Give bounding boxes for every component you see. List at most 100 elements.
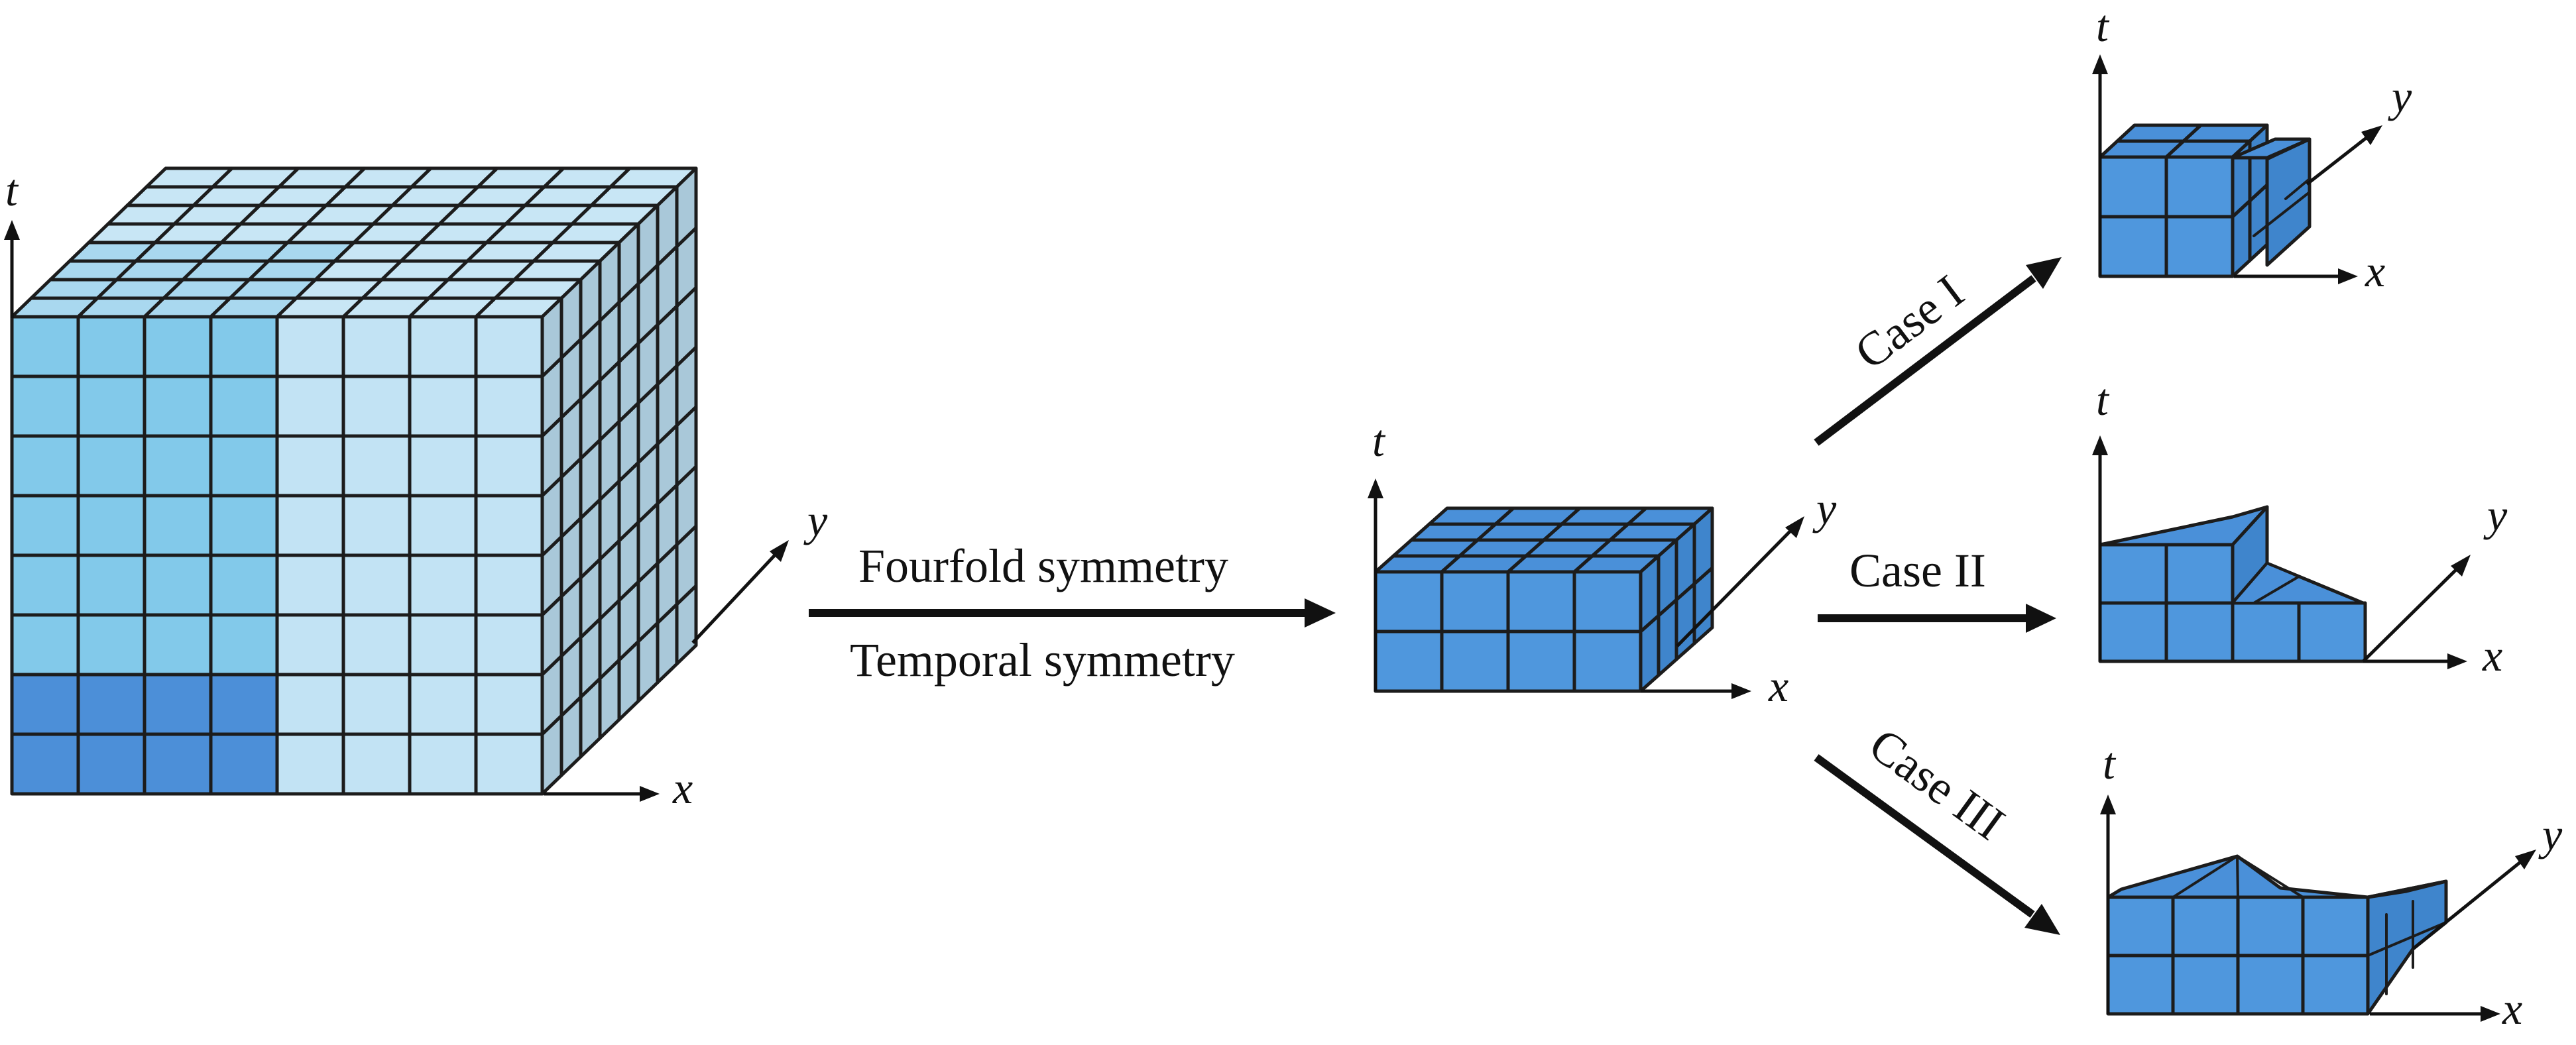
front-cell [76, 553, 146, 617]
front-cell [2297, 601, 2367, 663]
x-axis-label: x [1768, 661, 1788, 711]
y-axis-label: y [2388, 71, 2412, 121]
front-cell [408, 553, 478, 617]
top-step [2366, 879, 2448, 899]
front-cell [341, 494, 412, 557]
front-cell [408, 374, 478, 438]
case-1-axes: t x y [2092, 1, 2412, 296]
front-cell [2098, 543, 2168, 605]
front-cell [209, 315, 279, 378]
case-3-label: Case III [1860, 718, 2015, 850]
front-cell [275, 315, 345, 378]
front-cell [341, 315, 412, 378]
front-cell [2098, 215, 2168, 278]
front-cell [2301, 954, 2370, 1016]
side-cell [1657, 538, 1678, 618]
y-axis-line [691, 547, 782, 644]
temporal-symmetry-label: Temporal symmetry [850, 633, 1235, 687]
front-cell [209, 434, 279, 498]
front-cell [209, 374, 279, 438]
front-cell [2301, 895, 2370, 958]
front-cell [2098, 155, 2168, 219]
y-axis-label: y [1812, 483, 1837, 533]
front-cell [143, 673, 213, 736]
top-step [2231, 137, 2312, 160]
top-line [2236, 855, 2239, 899]
case-2-block [2098, 505, 2367, 663]
front-cell [143, 613, 213, 677]
front-cell [474, 434, 544, 498]
t-axis-label: t [5, 165, 19, 215]
front-cell [1506, 570, 1576, 633]
fourfold-symmetry-label: Fourfold symmetry [858, 539, 1228, 592]
front-cell [275, 434, 345, 498]
front-cell [275, 613, 345, 677]
front-cell [143, 374, 213, 438]
side-cell [2366, 879, 2448, 1016]
top-cell [2231, 562, 2300, 604]
front-cell [10, 732, 80, 796]
front-cell [275, 494, 345, 557]
side-cell [2248, 123, 2269, 203]
front-cell [341, 732, 412, 796]
front-cell [408, 732, 478, 796]
front-cell [1572, 630, 1643, 693]
front-cell [2236, 954, 2305, 1016]
x-axis-label: x [2482, 630, 2502, 681]
front-cell [341, 434, 412, 498]
t-axis-label: t [2103, 738, 2117, 789]
front-cell [474, 613, 544, 677]
case-arrows: Case I Case II Case III [1814, 257, 2062, 935]
front-cell [474, 315, 544, 378]
front-cell [10, 434, 80, 498]
front-cell [341, 374, 412, 438]
front-cell [1506, 630, 1576, 693]
front-cell [2164, 601, 2235, 663]
side-step [2265, 137, 2312, 267]
front-cell [2164, 155, 2235, 219]
y-axis-label: y [803, 495, 828, 545]
front-cell [474, 732, 544, 796]
t-axis-arrowhead [1368, 478, 1383, 498]
case-1-block [2098, 123, 2312, 278]
front-cell [10, 553, 80, 617]
front-cell [209, 553, 279, 617]
case-2-axes: t x y [2092, 374, 2508, 681]
side-cell [1639, 554, 1661, 633]
front-cell [474, 553, 544, 617]
case-1-label: Case I [1845, 264, 1973, 379]
front-cell [408, 434, 478, 498]
case-2-label: Case II [1849, 544, 1986, 597]
t-axis-label: t [2096, 1, 2110, 51]
front-cell [76, 494, 146, 557]
side-line [2253, 191, 2311, 237]
front-cell [1572, 570, 1643, 633]
front-cell [341, 613, 412, 677]
symmetry-arrow-head [1305, 598, 1336, 628]
y-axis-arrowhead [770, 540, 789, 562]
front-cell [1374, 570, 1444, 633]
front-cell [341, 673, 412, 736]
front-cell [408, 315, 478, 378]
side-line [2284, 178, 2311, 200]
front-cell [143, 553, 213, 617]
front-cell [209, 673, 279, 736]
x-axis-label: x [2502, 983, 2522, 1034]
front-cell [76, 434, 146, 498]
reduced-lattice-block [1374, 506, 1714, 693]
front-cell [2164, 215, 2235, 278]
front-cell [275, 374, 345, 438]
case-3-block [2106, 854, 2448, 1016]
front-cell [143, 434, 213, 498]
front-cell [1440, 630, 1510, 693]
y-axis-line [1676, 523, 1798, 647]
front-cell [408, 673, 478, 736]
front-cell [2106, 954, 2175, 1016]
front-cell [2164, 543, 2235, 605]
x-axis-label: x [672, 763, 693, 813]
front-cell [143, 732, 213, 796]
mid-block-axes: t x y [1368, 415, 1837, 711]
front-cell [76, 613, 146, 677]
front-cell [474, 673, 544, 736]
front-cell [76, 315, 146, 378]
